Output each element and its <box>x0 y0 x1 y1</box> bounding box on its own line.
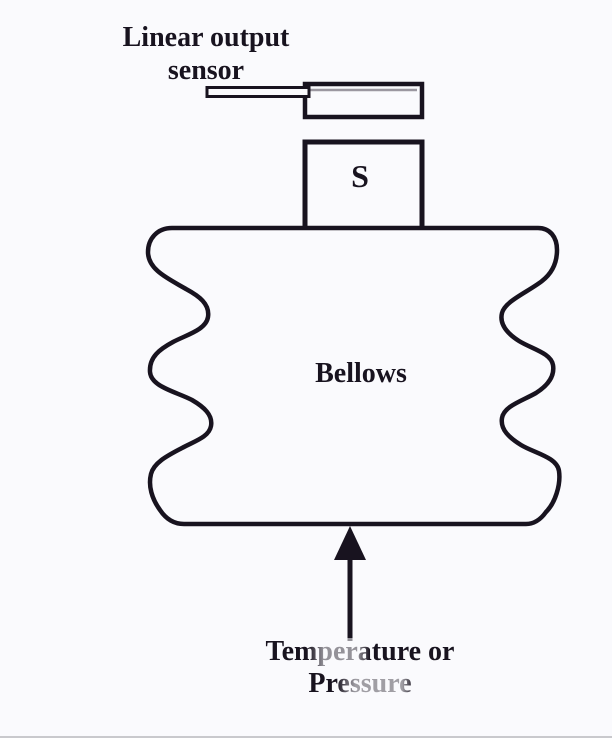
linear-output-sensor-label: Linear output sensor <box>122 22 290 86</box>
magnet-pole-label: S <box>351 158 369 194</box>
input-arrow-head <box>334 526 366 560</box>
temperature-pressure-label: Temperature or Pressure <box>265 636 455 699</box>
sensor-rod <box>205 86 311 98</box>
bellows-outline <box>145 225 562 527</box>
bellows-label: Bellows <box>315 358 407 389</box>
magnet-box-outline <box>302 139 425 229</box>
